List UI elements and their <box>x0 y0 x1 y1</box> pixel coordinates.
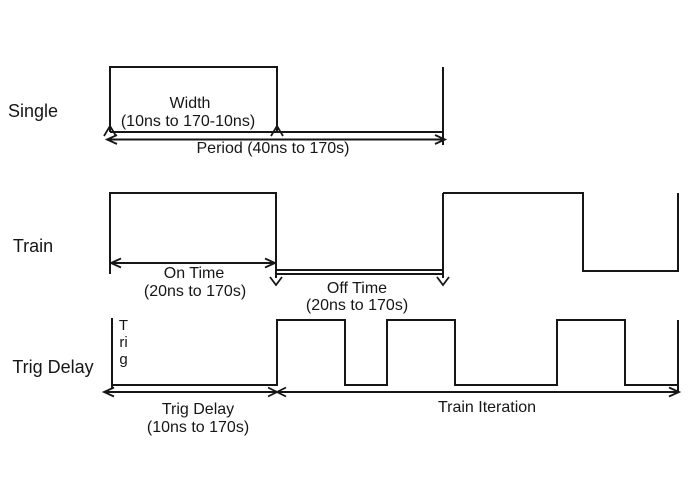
width-arrowhead-left <box>103 124 117 137</box>
trig-delay-range-label: (10ns to 170s) <box>146 419 250 436</box>
on-time-arrowhead-left <box>108 257 122 269</box>
off-time-label: Off Time <box>326 280 388 297</box>
width-range-label: (10ns to 170-10ns) <box>120 113 256 130</box>
row-label-train: Train <box>12 236 54 256</box>
single-width-arrows <box>103 124 284 137</box>
train-pulse1-outline <box>109 192 277 278</box>
trig-pulse-train <box>112 319 678 386</box>
off-time-arrowhead-right <box>436 276 450 287</box>
train-iteration-arrow <box>274 386 682 398</box>
train-iteration-arrowhead-left <box>274 386 287 398</box>
train-on-time-arrow <box>108 257 278 269</box>
single-period-arrow <box>104 134 448 145</box>
on-time-label: On Time <box>163 265 225 282</box>
train-pulse2-outline <box>443 192 679 272</box>
on-time-range-label: (20ns to 170s) <box>143 283 247 300</box>
trig-delay-label: Trig Delay <box>161 401 235 418</box>
off-time-range-label: (20ns to 170s) <box>305 297 409 314</box>
trig-delay-arrowhead-left <box>101 386 115 398</box>
train-off-time-arrows <box>269 276 450 287</box>
train-iteration-arrowhead-right <box>668 386 682 398</box>
row-label-trig-delay: Trig Delay <box>12 357 94 377</box>
off-time-arrowhead-left <box>269 276 283 287</box>
train-iteration-label: Train Iteration <box>437 399 537 416</box>
trig-delay-arrow <box>101 386 280 398</box>
period-arrowhead-left <box>104 134 118 145</box>
period-arrowhead-right <box>434 134 448 145</box>
trig-axis-label: Trig <box>118 317 129 368</box>
width-label: Width <box>169 95 211 112</box>
single-pulse-outline <box>109 66 278 132</box>
period-label: Period (40ns to 170s) <box>196 140 350 157</box>
trig-waveform <box>112 319 679 393</box>
train-waveform <box>109 192 679 278</box>
row-label-single: Single <box>7 101 59 121</box>
on-time-arrowhead-right <box>264 257 278 269</box>
single-waveform <box>109 66 444 145</box>
width-arrowhead-right <box>270 124 284 137</box>
